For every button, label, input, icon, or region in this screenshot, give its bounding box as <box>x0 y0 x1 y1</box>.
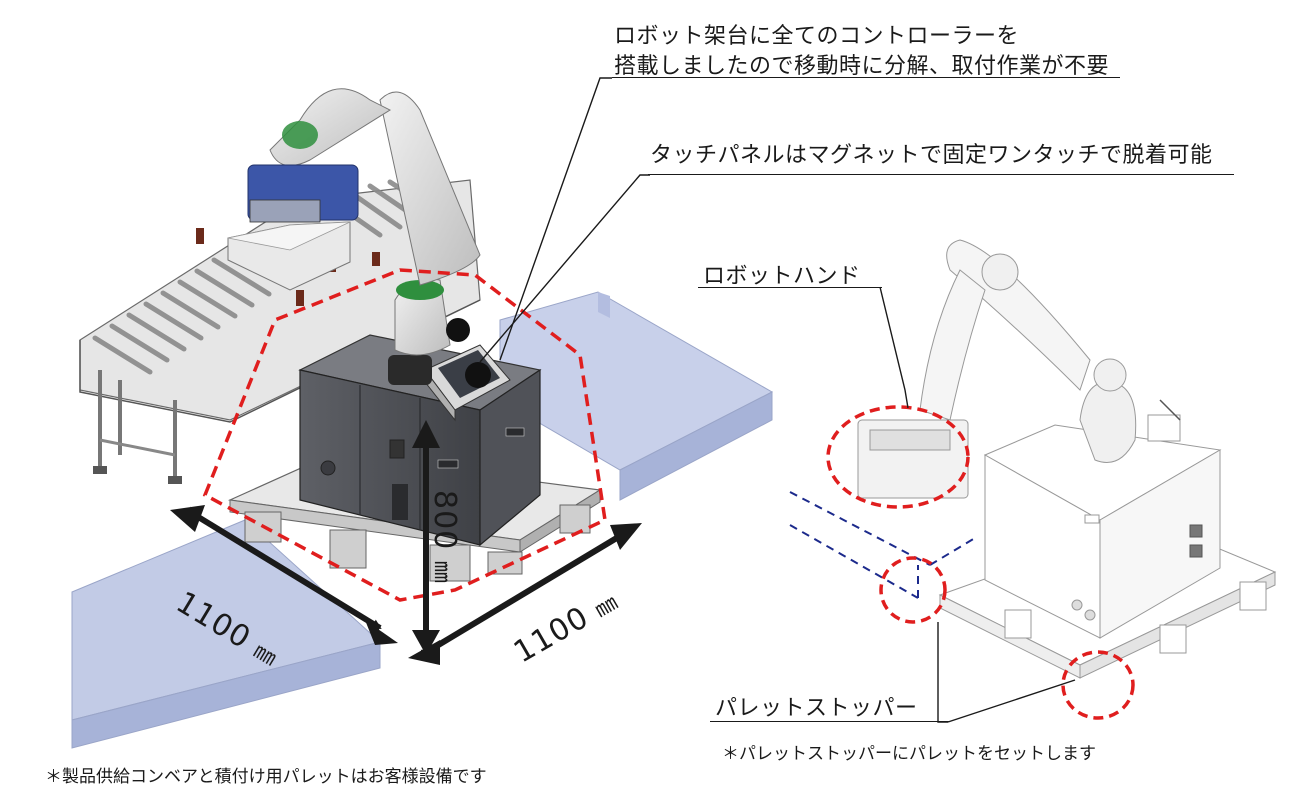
highlight-circles <box>826 405 1135 720</box>
callout-pallet-stopper: パレットストッパー <box>715 696 918 721</box>
callout-robot-hand-underline <box>698 287 882 288</box>
callout-controller-line1: ロボット架台に全てのコントローラーを <box>614 24 1020 49</box>
pallet-guide-lines <box>789 491 976 599</box>
robot-arm-left <box>247 88 481 385</box>
robot-reach-area <box>202 268 607 602</box>
callout-controller-underline <box>612 77 1120 78</box>
leader-lines <box>479 77 1076 723</box>
dimension-height: 800 ㎜ <box>427 490 462 584</box>
callout-robot-hand: ロボットハンド <box>703 264 861 289</box>
note-right: ＊パレットストッパーにパレットをセットします <box>722 744 1096 764</box>
callout-touch-panel-underline <box>648 174 1234 175</box>
product-box <box>227 221 351 291</box>
touch-panel <box>424 344 511 422</box>
callout-controller-line2: 搭載しましたので移動時に分解、取付作業が不要 <box>614 54 1110 79</box>
callout-pallet-stopper-underline <box>710 721 950 722</box>
note-left: ＊製品供給コンベアと積付け用パレットはお客様設備です <box>45 767 487 787</box>
dimension-arrows <box>185 432 627 659</box>
callout-touch-panel: タッチパネルはマグネットで固定ワンタッチで脱着可能 <box>650 143 1213 168</box>
robot-unit-right <box>857 239 1277 679</box>
dimension-height-unit: ㎜ <box>429 560 454 584</box>
dimension-height-value: 800 <box>427 490 462 551</box>
